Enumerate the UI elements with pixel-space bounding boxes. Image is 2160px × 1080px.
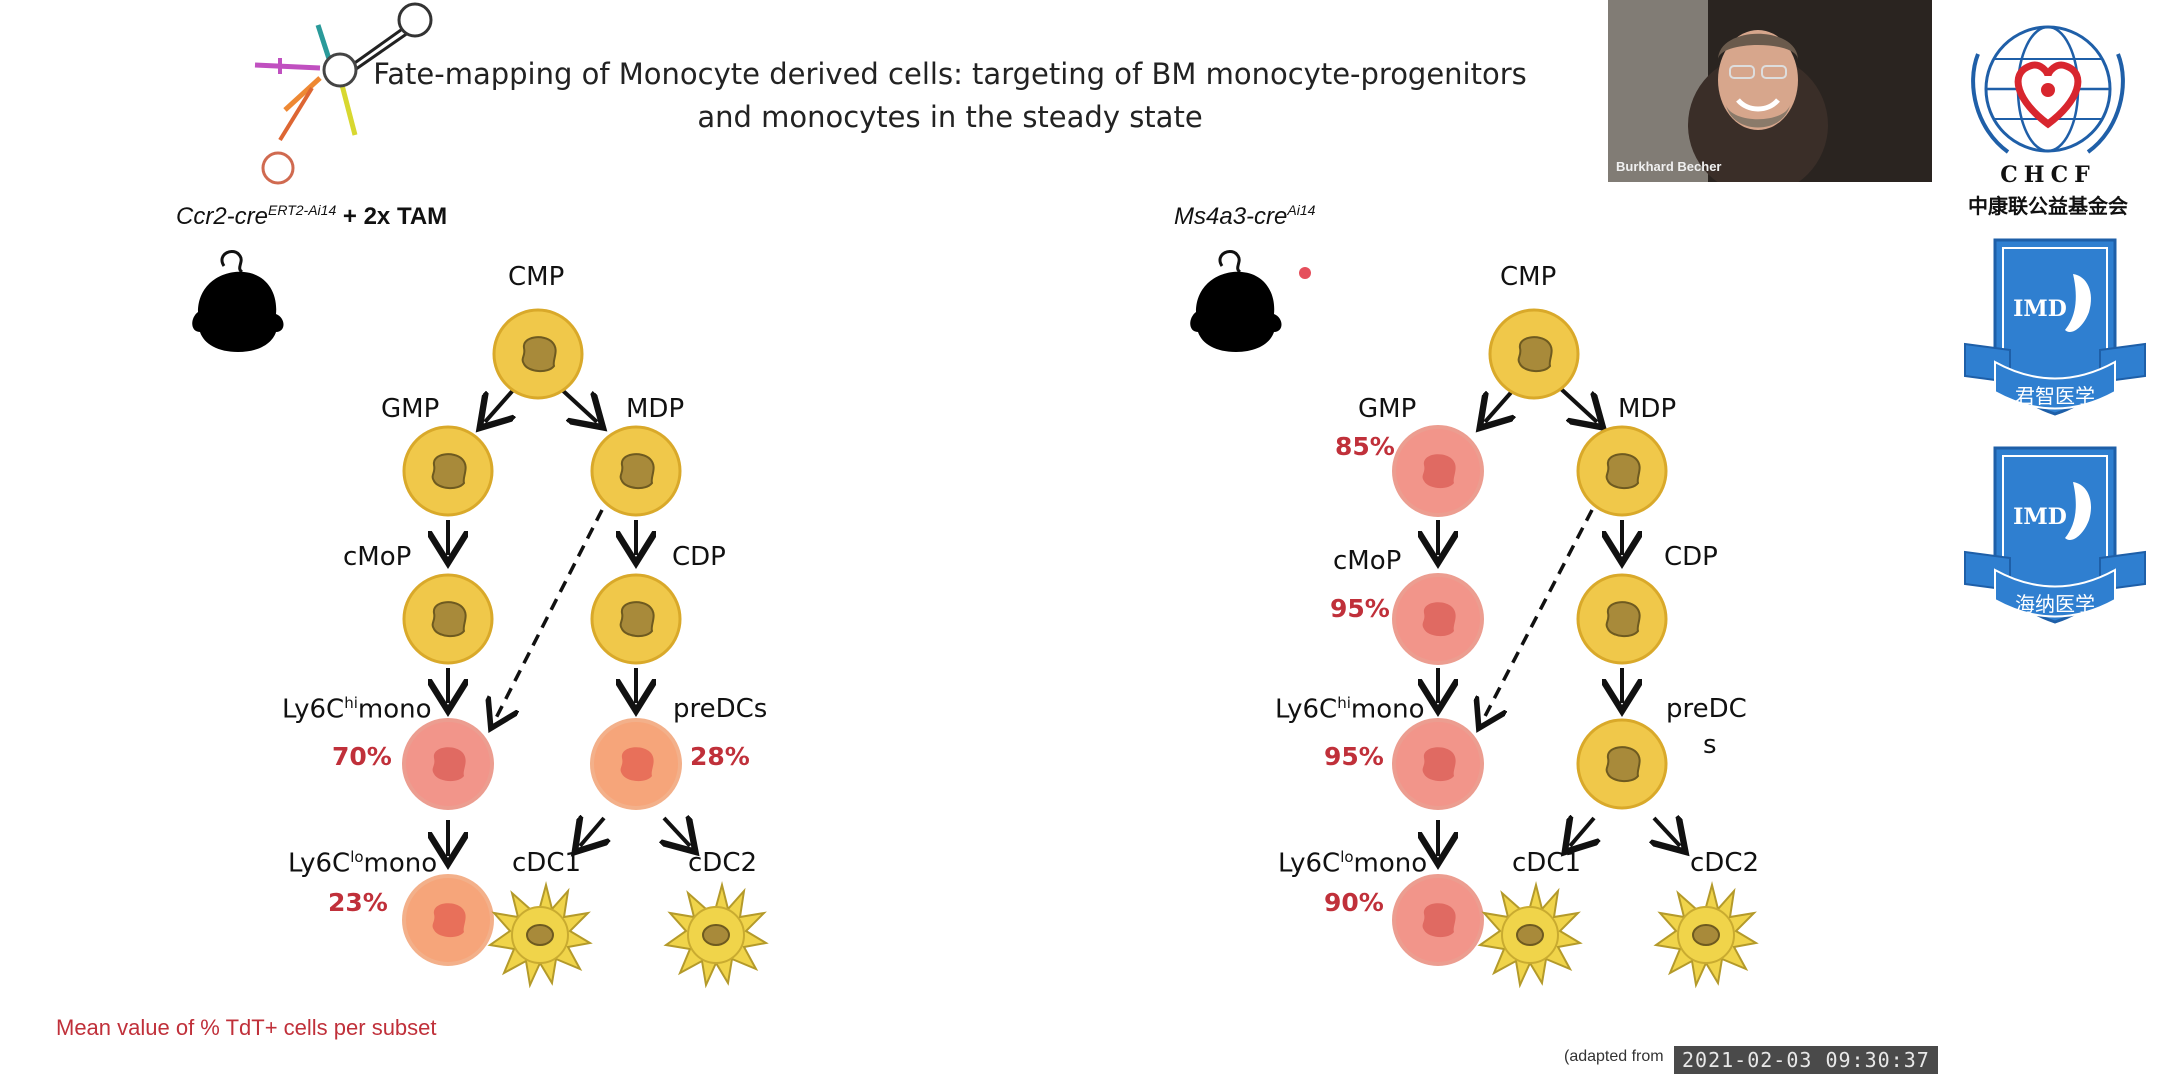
left-tree [402,308,767,986]
right-mouse-icon [1188,249,1283,354]
mean-value-note: Mean value of % TdT+ cells per subset [56,1015,437,1040]
right-ly6c-hi-sup: hi [1337,694,1351,712]
left-label-predcs: preDCs [673,694,768,724]
right-label-predc-line2: s [1703,730,1717,760]
speaker-webcam: Burkhard Becher [1608,0,1932,182]
right-ly6c-lo-sup: lo [1340,848,1354,866]
speaker-portrait-icon [1608,0,1932,182]
laser-pointer-dot [1299,267,1311,279]
chcf-abbr: CHCF [2000,162,2096,188]
right-label-cmop: cMoP [1333,546,1402,576]
chcf-globe-logo-icon [1971,25,2125,154]
left-ly6c-hi-cell [402,718,494,810]
left-mouse-icon [190,249,285,354]
right-mouse-sup: Ai14 [1287,202,1316,218]
right-label-gmp: GMP [1358,394,1417,424]
right-cdc2-cell [1655,884,1757,986]
slide-title-line2: and monocytes in the steady state [697,100,1203,134]
left-label-ly6c-hi: Ly6Chimono [282,694,432,725]
left-label-ly6c-lo: Ly6Clomono [288,848,437,879]
right-label-ly6c-hi: Ly6Chimono [1275,694,1425,725]
imd-badge-2-icon [1964,446,2146,624]
left-ly6c-hi-pre: Ly6C [282,694,345,725]
right-ly6c-lo-cell [1392,874,1484,966]
left-label-cmp: CMP [508,262,565,292]
left-ly6c-hi-sup: hi [344,694,358,712]
right-label-cdc1: cDC1 [1512,848,1582,878]
right-ly6c-lo-post: mono [1353,848,1428,879]
right-cmop-cell [1392,573,1484,665]
right-cmp-cell [1488,308,1580,400]
right-tree [1392,308,1757,986]
left-pct-ly6c-lo: 23% [328,888,388,917]
left-predcs-cell [590,718,682,810]
left-mouse-suffix: + 2x TAM [336,203,448,230]
right-label-predc-line1: preDC [1666,694,1747,724]
chcf-chinese-name: 中康联公益基金会 [1968,194,2128,218]
left-label-cmop: cMoP [343,542,412,572]
right-predc-cell [1576,718,1668,810]
left-mdp-cell [590,425,682,517]
imd-badge-2-abbr: IMD [2013,504,2067,530]
left-label-cdc2: cDC2 [688,848,758,878]
right-ly6c-hi-post: mono [1350,694,1425,725]
left-label-mdp: MDP [626,394,685,424]
left-ly6c-lo-sup: lo [350,848,364,866]
left-pct-ly6c-hi: 70% [332,742,392,771]
left-cdc1-cell [489,884,591,986]
left-cmp-cell [492,308,584,400]
left-mouse-sup: ERT2-Ai14 [268,202,337,218]
imd-badge-1-icon [1964,238,2146,416]
adapted-from-citation: (adapted from [1564,1048,1664,1065]
slide-title-line1: Fate-mapping of Monocyte derived cells: … [373,57,1527,91]
right-label-cdc2: cDC2 [1690,848,1760,878]
right-mdp-cell [1576,425,1668,517]
right-cdc1-cell [1479,884,1581,986]
right-ly6c-hi-pre: Ly6C [1275,694,1338,725]
left-ly6c-lo-post: mono [363,848,438,879]
left-mouse-gene: Ccr2-cre [176,203,269,230]
right-ly6c-lo-pre: Ly6C [1278,848,1341,879]
left-cdp-cell [590,573,682,665]
speaker-name: Burkhard Becher [1616,159,1722,174]
left-ly6c-hi-post: mono [357,694,432,725]
left-label-gmp: GMP [381,394,440,424]
right-mouse-label: Ms4a3-creAi14 [1174,202,1315,231]
right-pct-ly6c-lo: 90% [1324,888,1384,917]
left-cdc2-cell [665,884,767,986]
left-ly6c-lo-cell [402,874,494,966]
right-label-mdp: MDP [1618,394,1677,424]
imd-badge-1-chinese: 君智医学 [2015,384,2095,408]
left-cmop-cell [402,573,494,665]
right-mouse-gene: Ms4a3-cre [1174,203,1288,230]
right-gmp-cell [1392,425,1484,517]
left-label-cdp: CDP [672,542,726,572]
right-pct-gmp: 85% [1335,432,1395,461]
right-ly6c-hi-cell [1392,718,1484,810]
imd-badge-2-chinese: 海纳医学 [2015,592,2095,616]
right-label-cmp: CMP [1500,262,1557,292]
imd-badge-1-abbr: IMD [2013,296,2067,322]
left-label-cdc1: cDC1 [512,848,582,878]
right-pct-cmop: 95% [1330,594,1390,623]
right-label-cdp: CDP [1664,542,1718,572]
left-gmp-cell [402,425,494,517]
left-mouse-label: Ccr2-creERT2-Ai14 + 2x TAM [176,202,447,231]
right-pct-ly6c-hi: 95% [1324,742,1384,771]
right-label-ly6c-lo: Ly6Clomono [1278,848,1427,879]
lab-logo-icon [254,2,433,185]
left-ly6c-lo-pre: Ly6C [288,848,351,879]
left-pct-predcs: 28% [690,742,750,771]
right-cdp-cell [1576,573,1668,665]
recording-timestamp: 2021-02-03 09:30:37 [1674,1046,1938,1074]
